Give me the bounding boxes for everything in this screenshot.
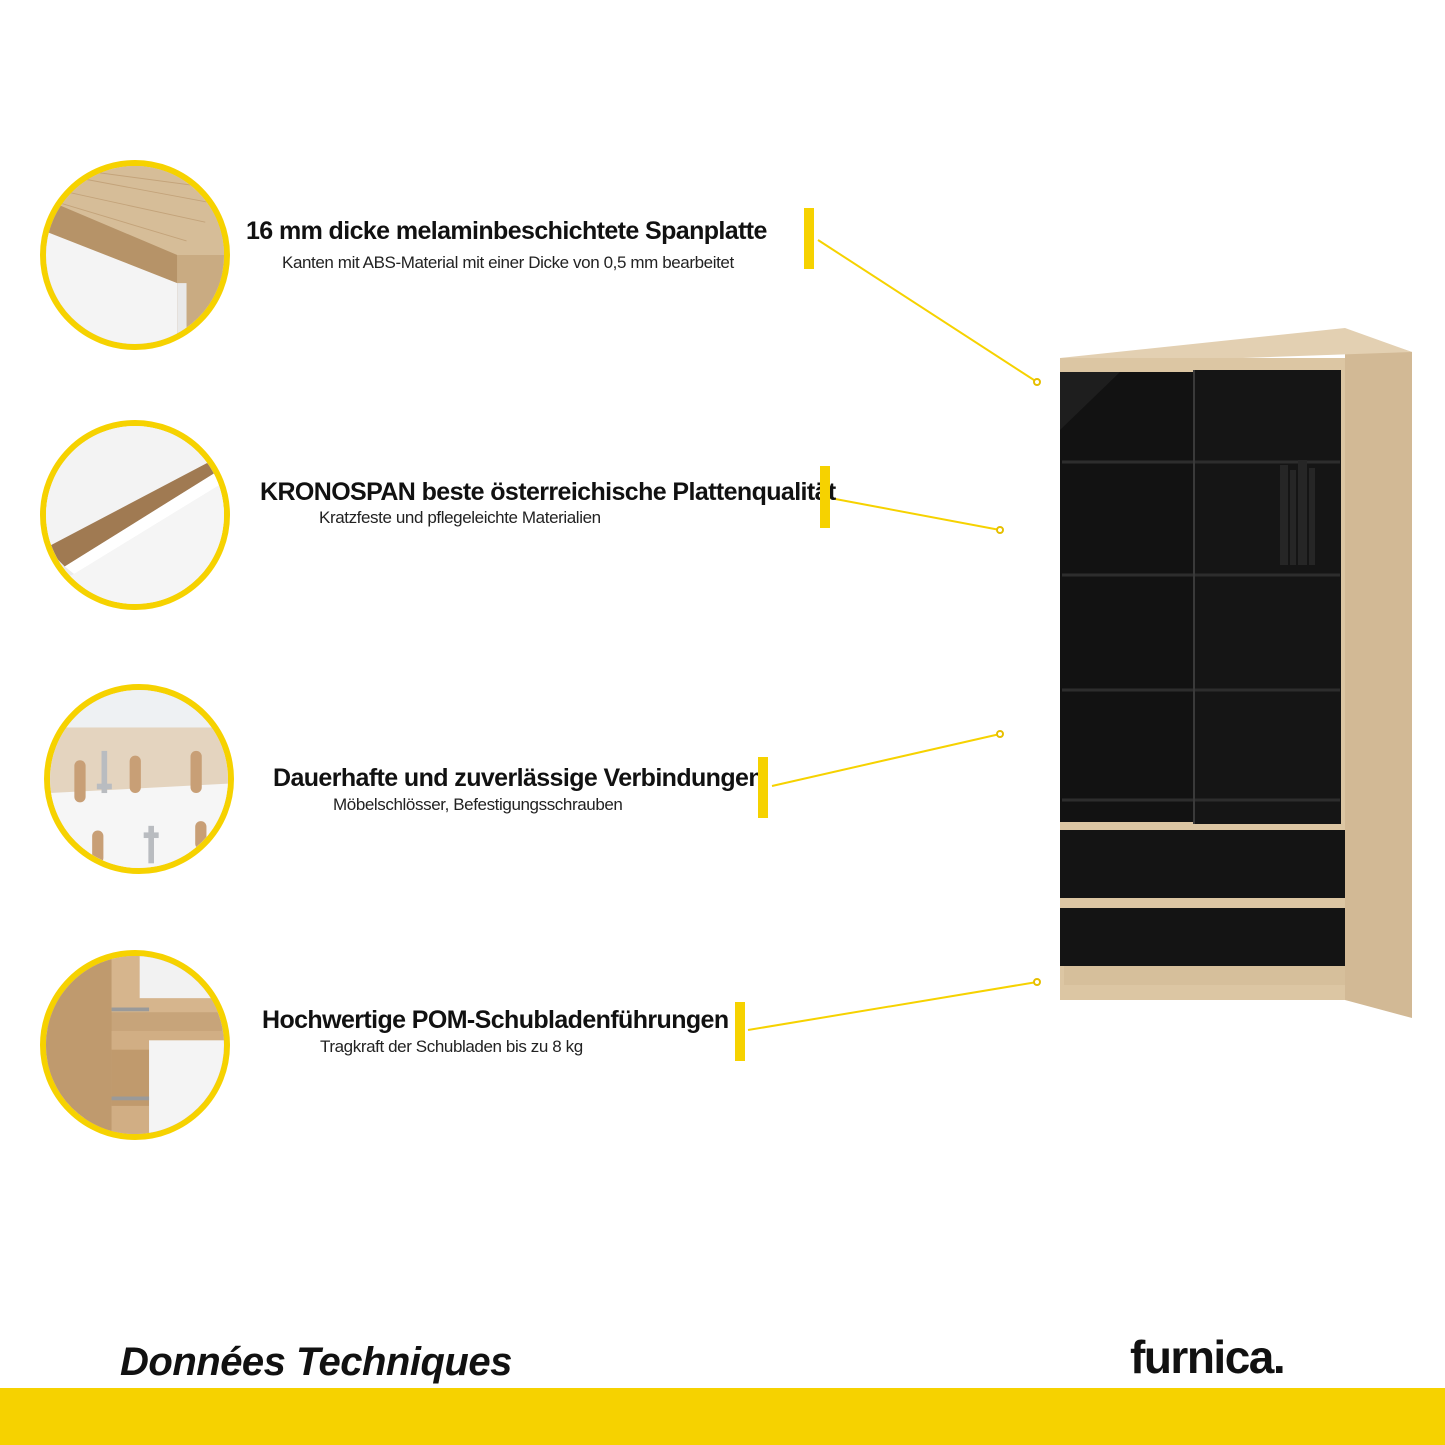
board-edge-closeup-icon (46, 166, 224, 344)
drawer-runners-icon (46, 956, 224, 1134)
feature-1-subtitle: Kanten mit ABS-Material mit einer Dicke … (282, 253, 734, 272)
feature-4-subtitle: Tragkraft der Schubladen bis zu 8 kg (320, 1037, 583, 1056)
feature-image-board-edge (40, 160, 230, 350)
panel-surface-closeup-icon (46, 426, 224, 604)
dowels-and-screws-icon (50, 690, 228, 868)
feature-image-connectors (44, 684, 234, 874)
feature-3-accent-bar (758, 757, 768, 818)
feature-3-title: Dauerhafte und zuverlässige Verbindungen (273, 764, 764, 792)
feature-4-accent-bar (735, 1002, 745, 1061)
feature-2-accent-bar (820, 466, 830, 528)
brand-logo: furnica. (1130, 1331, 1286, 1383)
footer-band (0, 1388, 1445, 1445)
feature-image-drawer-runners (40, 950, 230, 1140)
feature-image-panel-surface (40, 420, 230, 610)
wardrobe-with-glass-doors-icon (1060, 328, 1412, 1018)
footer-title: Données Techniques (120, 1340, 512, 1384)
feature-2-title: KRONOSPAN beste österreichische Plattenq… (260, 478, 836, 506)
feature-3-subtitle: Möbelschlösser, Befestigungsschrauben (333, 795, 623, 814)
feature-2-subtitle: Kratzfeste und pflegeleichte Materialien (319, 508, 601, 527)
feature-1-title: 16 mm dicke melaminbeschichtete Spanplat… (246, 217, 767, 245)
feature-4-title: Hochwertige POM-Schubladenführungen (262, 1006, 729, 1034)
feature-1-accent-bar (804, 208, 814, 269)
